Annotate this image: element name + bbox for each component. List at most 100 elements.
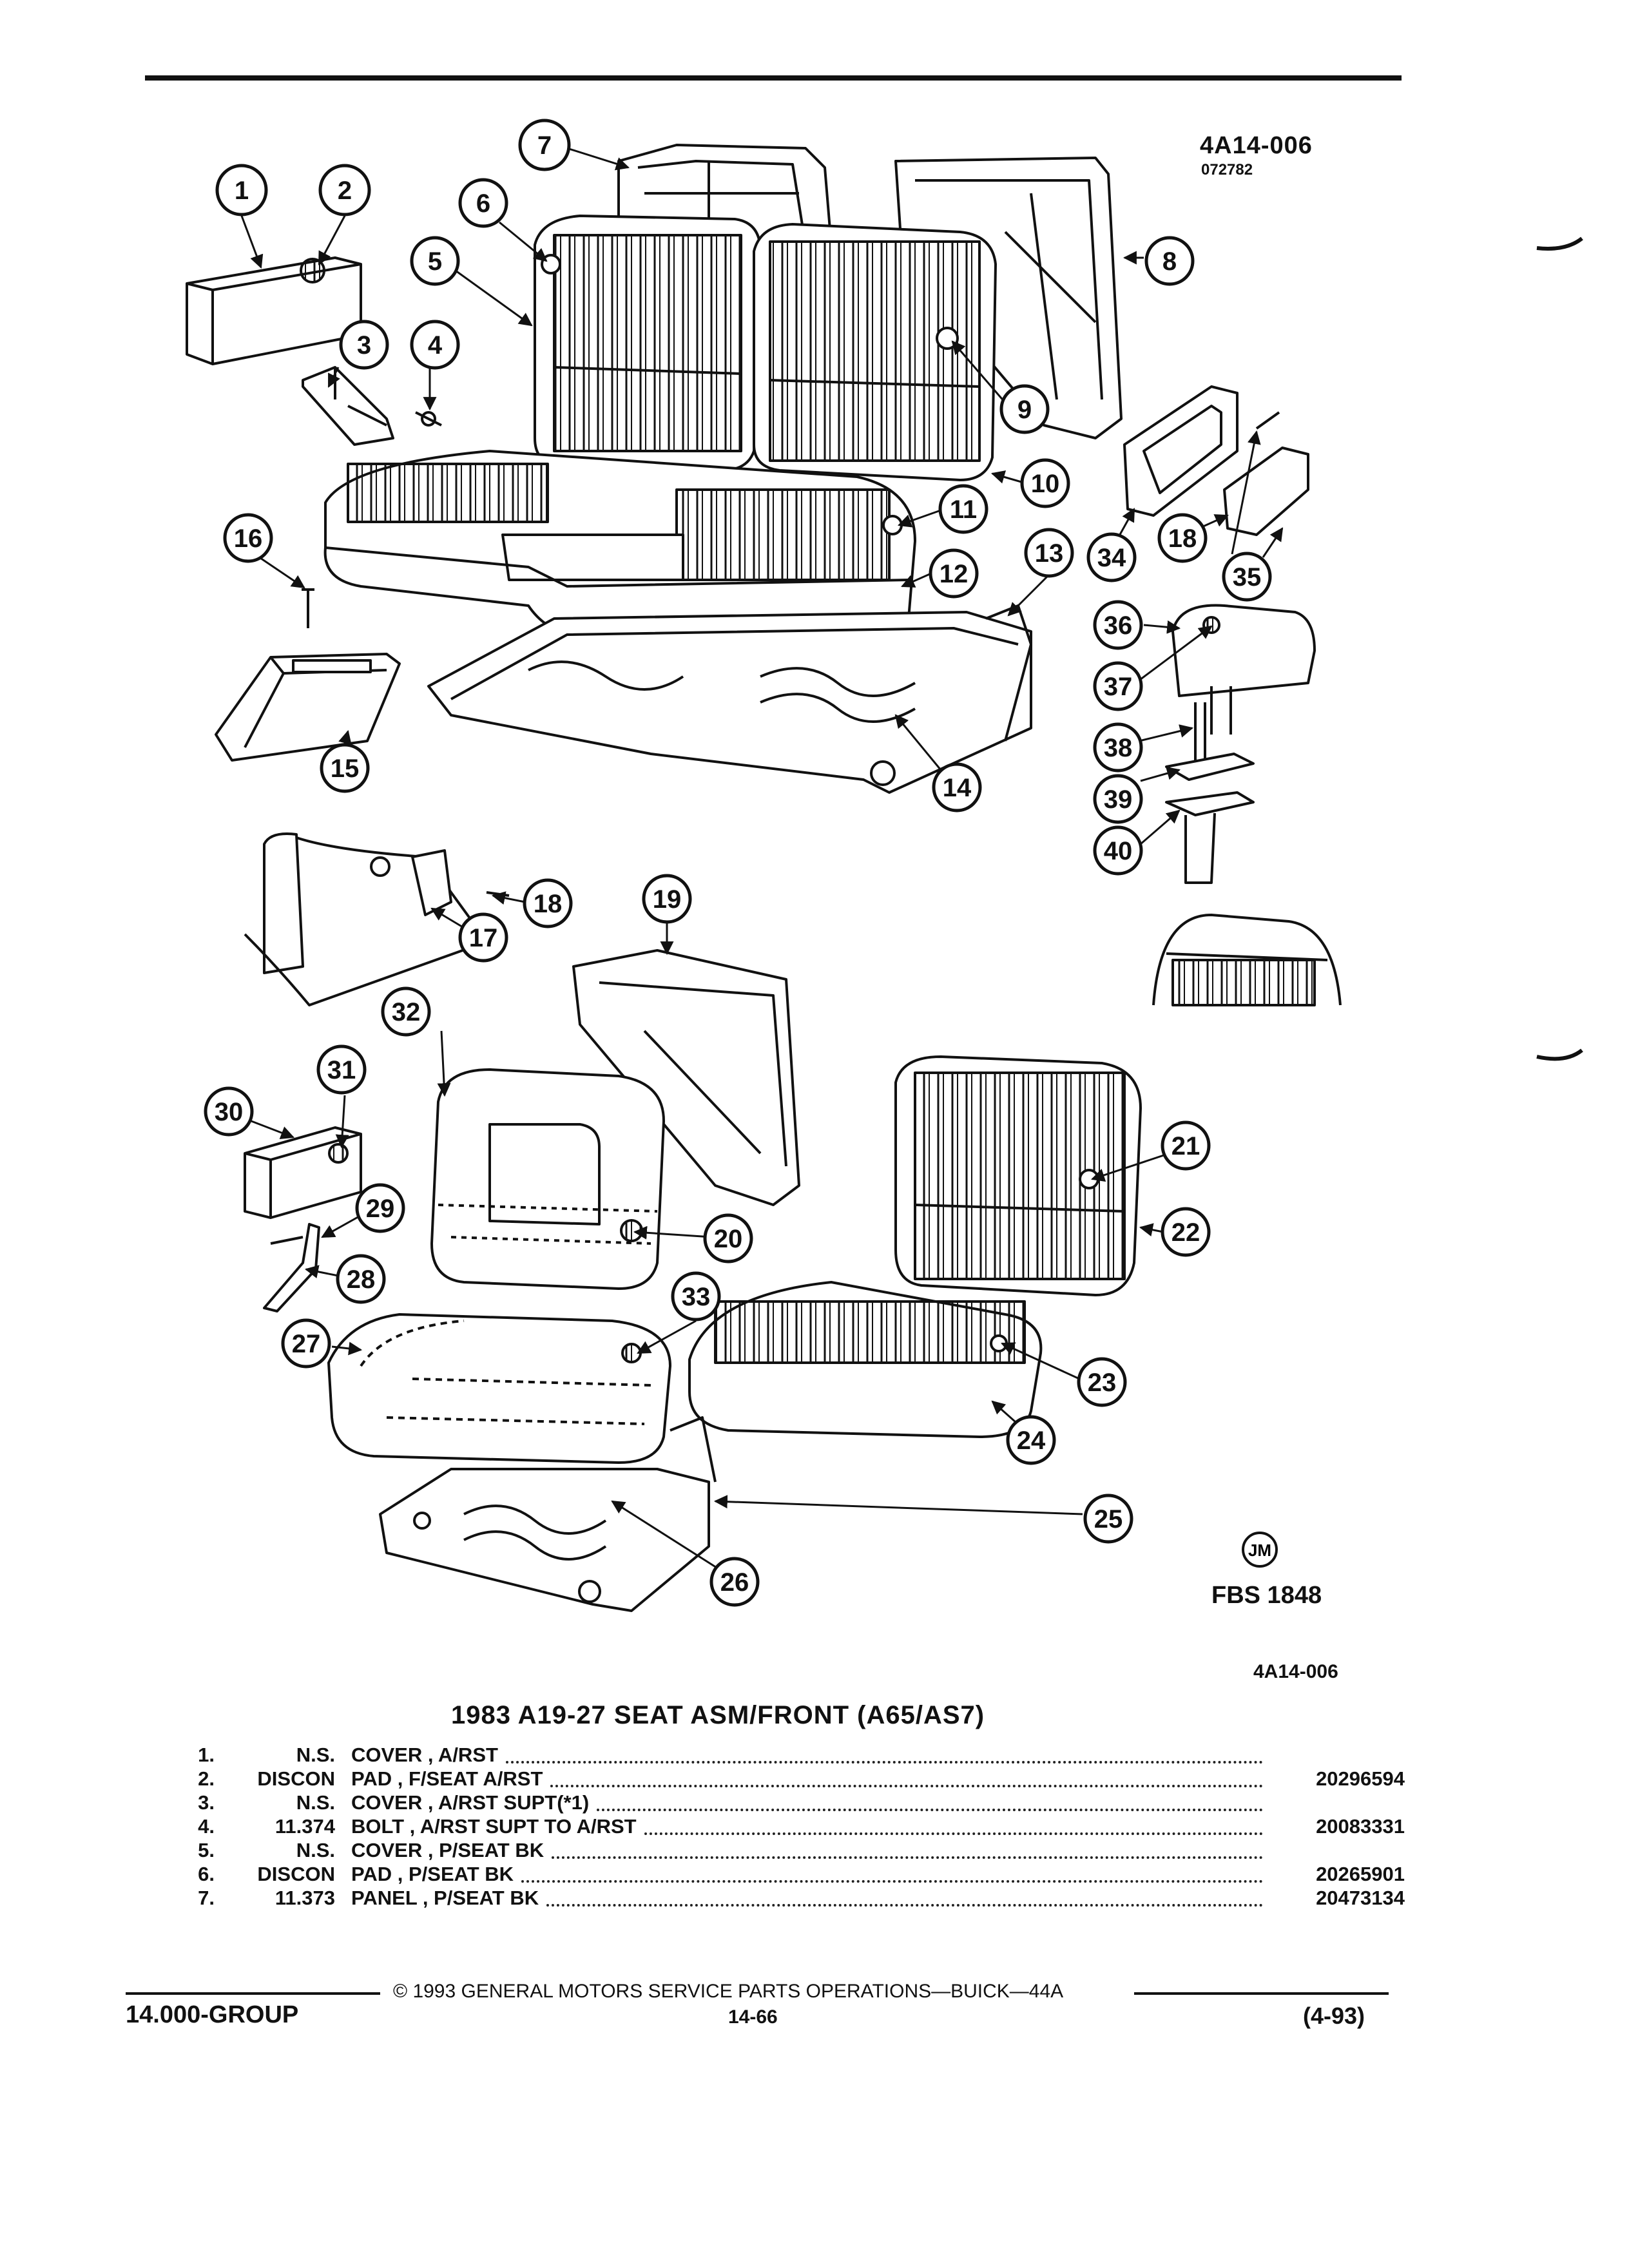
- callout-16: 16: [223, 513, 273, 563]
- guide-plate-part: [1165, 753, 1255, 781]
- part-number: 20473134: [1316, 1887, 1405, 1909]
- bucket-seat-cushion-right: [688, 1281, 1043, 1438]
- item-code: N.S.: [296, 1744, 335, 1766]
- leader-dots: [506, 1749, 1263, 1763]
- parts-row: 5.N.S.COVER , P/SEAT BK: [184, 1838, 1405, 1862]
- callout-label: 7: [537, 131, 552, 160]
- callout-label: 27: [292, 1330, 321, 1358]
- callout-3: 3: [339, 320, 389, 370]
- callout-label: 6: [476, 189, 490, 218]
- parts-table-title: 1983 A19-27 SEAT ASM/FRONT (A65/AS7): [451, 1701, 985, 1729]
- callout-35: 35: [1222, 552, 1272, 602]
- callout-label: 13: [1035, 539, 1064, 568]
- item-code: N.S.: [296, 1791, 335, 1814]
- figure-ref-below: 4A14-006: [1253, 1661, 1338, 1682]
- latch-part: [1223, 447, 1309, 536]
- callout-6: 6: [458, 178, 508, 228]
- callout-label: 2: [338, 177, 352, 205]
- callout-label: 11: [950, 495, 977, 524]
- callout-31: 31: [316, 1044, 367, 1095]
- right-seat-back-part: [753, 223, 997, 481]
- callout-21: 21: [1161, 1120, 1211, 1171]
- callout-label: 28: [347, 1265, 376, 1294]
- bucket-seat-back-left: [430, 1068, 665, 1290]
- armrest-support-bracket-part: [302, 366, 394, 446]
- copyright-line: © 1993 GENERAL MOTORS SERVICE PARTS OPER…: [393, 1981, 1064, 2002]
- bucket-seat-frame: [379, 1416, 717, 1612]
- callout-17: 17: [458, 912, 508, 963]
- callout-15: 15: [320, 743, 370, 793]
- callout-14: 14: [932, 762, 982, 812]
- callout-label: 36: [1104, 611, 1133, 640]
- callout-label: 40: [1104, 837, 1133, 865]
- seat-back-panel-mid: [572, 949, 800, 1206]
- callout-2: 2: [318, 164, 371, 216]
- callout-36: 36: [1093, 600, 1143, 650]
- item-code: DISCON: [257, 1767, 335, 1790]
- callout-24: 24: [1006, 1415, 1056, 1465]
- callout-label: 5: [428, 247, 442, 276]
- callout-label: 39: [1104, 785, 1133, 814]
- leader-dots: [644, 1821, 1263, 1835]
- item-description: PANEL , P/SEAT BK: [351, 1887, 539, 1909]
- callout-label: 20: [714, 1225, 743, 1253]
- callout-7: 7: [518, 119, 571, 171]
- callout-label: 33: [682, 1283, 711, 1311]
- callout-8: 8: [1144, 236, 1195, 286]
- item-number: 4.: [198, 1815, 215, 1838]
- item-description: COVER , A/RST SUPT(*1): [351, 1791, 590, 1814]
- callout-32: 32: [381, 986, 431, 1037]
- callout-37: 37: [1093, 661, 1143, 711]
- callout-label: 21: [1171, 1132, 1200, 1160]
- item-description: PAD , F/SEAT A/RST: [351, 1767, 543, 1790]
- item-number: 6.: [198, 1863, 215, 1885]
- latch-plate-part: [1123, 385, 1239, 517]
- leader-dots: [550, 1773, 1263, 1787]
- callout-label: 12: [940, 560, 969, 588]
- callout-22: 22: [1161, 1207, 1211, 1257]
- item-description: BOLT , A/RST SUPT TO A/RST: [351, 1815, 637, 1838]
- callout-38: 38: [1093, 722, 1143, 773]
- headrest-guide-part: [1165, 791, 1255, 884]
- figure-date: 072782: [1201, 161, 1253, 178]
- revision-date: (4-93): [1303, 2003, 1365, 2029]
- callout-19: 19: [642, 874, 692, 924]
- callout-label: 14: [943, 774, 972, 802]
- jm-mark-label: JM: [1248, 1541, 1271, 1560]
- callout-25: 25: [1083, 1494, 1133, 1544]
- bolt-part-4: [415, 411, 442, 427]
- callout-label: 25: [1094, 1505, 1123, 1533]
- callout-label: 26: [720, 1568, 749, 1597]
- leader-dots: [546, 1892, 1263, 1907]
- seat-exploded-diagram: 1 2 3 4 5 6 7 8 9 10 11 12 13 14 15 16 1…: [186, 119, 1583, 1612]
- callout-13: 13: [1024, 528, 1074, 578]
- headrest-part: [1171, 604, 1316, 697]
- callout-label: 9: [1017, 396, 1032, 424]
- item-number: 3.: [198, 1791, 215, 1814]
- leader-dots: [521, 1869, 1263, 1883]
- bucket-seat-cushion-left: [327, 1313, 671, 1464]
- callout-label: 18: [534, 890, 563, 918]
- console-part: [215, 653, 401, 762]
- part-number: 20265901: [1316, 1863, 1405, 1885]
- seat-back-detail: [1152, 914, 1342, 1006]
- callout-label: 35: [1233, 563, 1262, 591]
- callout-label: 38: [1104, 734, 1133, 762]
- pin-part-29: [270, 1236, 304, 1245]
- part-number: 20296594: [1316, 1767, 1405, 1790]
- callout-11: 11: [938, 484, 988, 534]
- screw-part-16: [302, 588, 314, 628]
- bench-seat-cushion-part: [323, 450, 916, 642]
- item-code: 11.374: [275, 1815, 335, 1838]
- callout-label: 31: [327, 1056, 356, 1084]
- jm-mark: JM: [1242, 1532, 1278, 1568]
- callout-label: 37: [1104, 673, 1133, 701]
- leader-dots: [552, 1845, 1263, 1859]
- screw-part-18-mid: [486, 891, 510, 897]
- footer-rule-left: [126, 1992, 380, 1995]
- figure-ref: 4A14-006: [1200, 132, 1313, 159]
- bucket-seat-back-right: [894, 1055, 1142, 1296]
- callout-23: 23: [1077, 1357, 1127, 1407]
